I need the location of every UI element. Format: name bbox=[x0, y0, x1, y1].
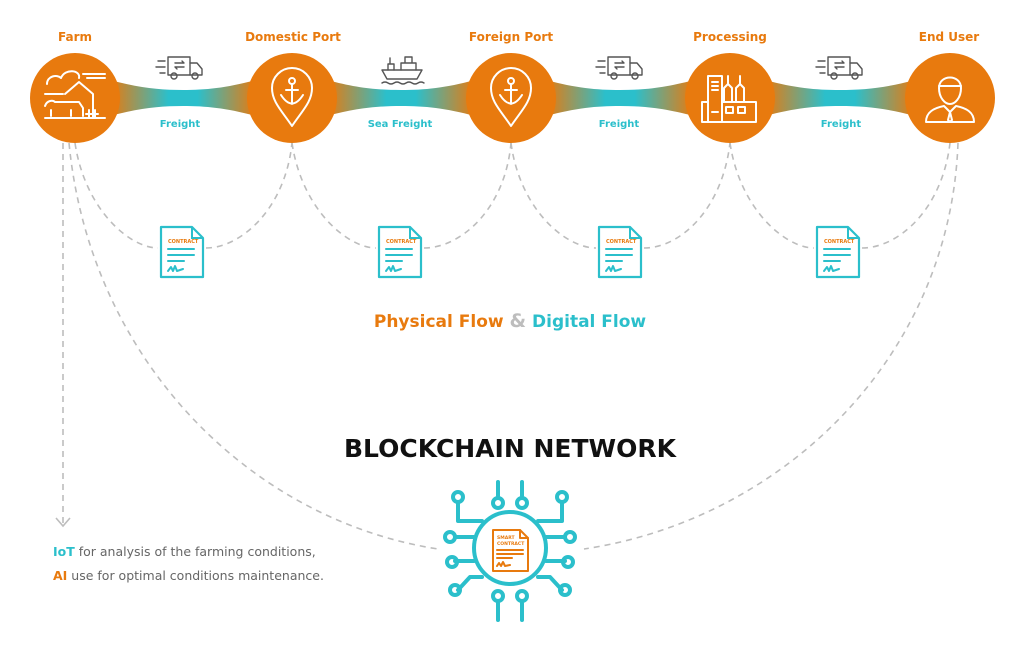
band-domestic-foreign bbox=[327, 80, 475, 116]
digital-connectors bbox=[55, 142, 959, 550]
link-label: Freight bbox=[821, 119, 862, 130]
svg-text:CONTRACT: CONTRACT bbox=[497, 541, 525, 547]
svg-text:CONTRACT: CONTRACT bbox=[168, 239, 199, 245]
anchor-pin-icon bbox=[271, 67, 313, 127]
smart-contract-icon: SMART CONTRACT bbox=[492, 529, 529, 572]
note-iot: IoT for analysis of the farming conditio… bbox=[53, 544, 316, 559]
digital-flow-label: Digital Flow bbox=[532, 312, 646, 332]
band-processing-enduser bbox=[765, 80, 915, 116]
farm-icon bbox=[44, 70, 106, 119]
link-domestic-foreign: Sea Freight bbox=[368, 56, 433, 130]
svg-text:CONTRACT: CONTRACT bbox=[824, 239, 855, 245]
ampersand: & bbox=[510, 310, 527, 332]
band-farm-domestic bbox=[110, 80, 256, 116]
svg-text:SMART: SMART bbox=[497, 535, 515, 541]
contract-icon bbox=[597, 225, 643, 279]
ship-icon bbox=[381, 56, 425, 85]
node-label-processing: Processing bbox=[693, 30, 767, 44]
anchor-pin-icon bbox=[490, 67, 532, 127]
arrow-down-icon bbox=[55, 517, 71, 528]
node-end-user bbox=[905, 53, 995, 143]
physical-flow-bands bbox=[110, 80, 915, 116]
contract-4: CONTRACT bbox=[815, 225, 861, 279]
truck-icon bbox=[155, 56, 203, 80]
blockchain-chip-icon: SMART CONTRACT bbox=[443, 480, 577, 622]
note-ai: AI use for optimal conditions maintenanc… bbox=[53, 568, 324, 583]
contract-icon bbox=[815, 225, 861, 279]
link-label: Sea Freight bbox=[368, 119, 433, 130]
node-foreign-port bbox=[466, 53, 556, 143]
contract-1: CONTRACT bbox=[159, 225, 205, 279]
node-processing bbox=[685, 53, 775, 143]
contract-icon bbox=[159, 225, 205, 279]
contract-2: CONTRACT bbox=[377, 225, 423, 279]
flow-title: Physical Flow & Digital Flow bbox=[374, 310, 647, 332]
link-label: Freight bbox=[599, 119, 640, 130]
node-domestic-port bbox=[247, 53, 337, 143]
node-label-end-user: End User bbox=[919, 30, 980, 44]
link-processing-enduser: Freight bbox=[815, 56, 863, 130]
node-farm bbox=[30, 53, 120, 143]
band-foreign-processing bbox=[546, 80, 694, 116]
link-farm-domestic: Freight bbox=[155, 56, 203, 130]
node-label-farm: Farm bbox=[58, 30, 92, 44]
businessman-icon bbox=[925, 76, 975, 123]
contract-3: CONTRACT bbox=[597, 225, 643, 279]
link-label: Freight bbox=[160, 119, 201, 130]
link-foreign-processing: Freight bbox=[595, 56, 643, 130]
truck-icon bbox=[815, 56, 863, 80]
blockchain-title: BLOCKCHAIN NETWORK bbox=[344, 434, 678, 463]
physical-flow-label: Physical Flow bbox=[374, 312, 504, 332]
node-label-foreign-port: Foreign Port bbox=[469, 30, 553, 44]
factory-icon bbox=[701, 75, 757, 123]
svg-text:CONTRACT: CONTRACT bbox=[606, 239, 637, 245]
truck-icon bbox=[595, 56, 643, 80]
contract-icon bbox=[377, 225, 423, 279]
node-label-domestic-port: Domestic Port bbox=[245, 30, 341, 44]
svg-text:CONTRACT: CONTRACT bbox=[386, 239, 417, 245]
